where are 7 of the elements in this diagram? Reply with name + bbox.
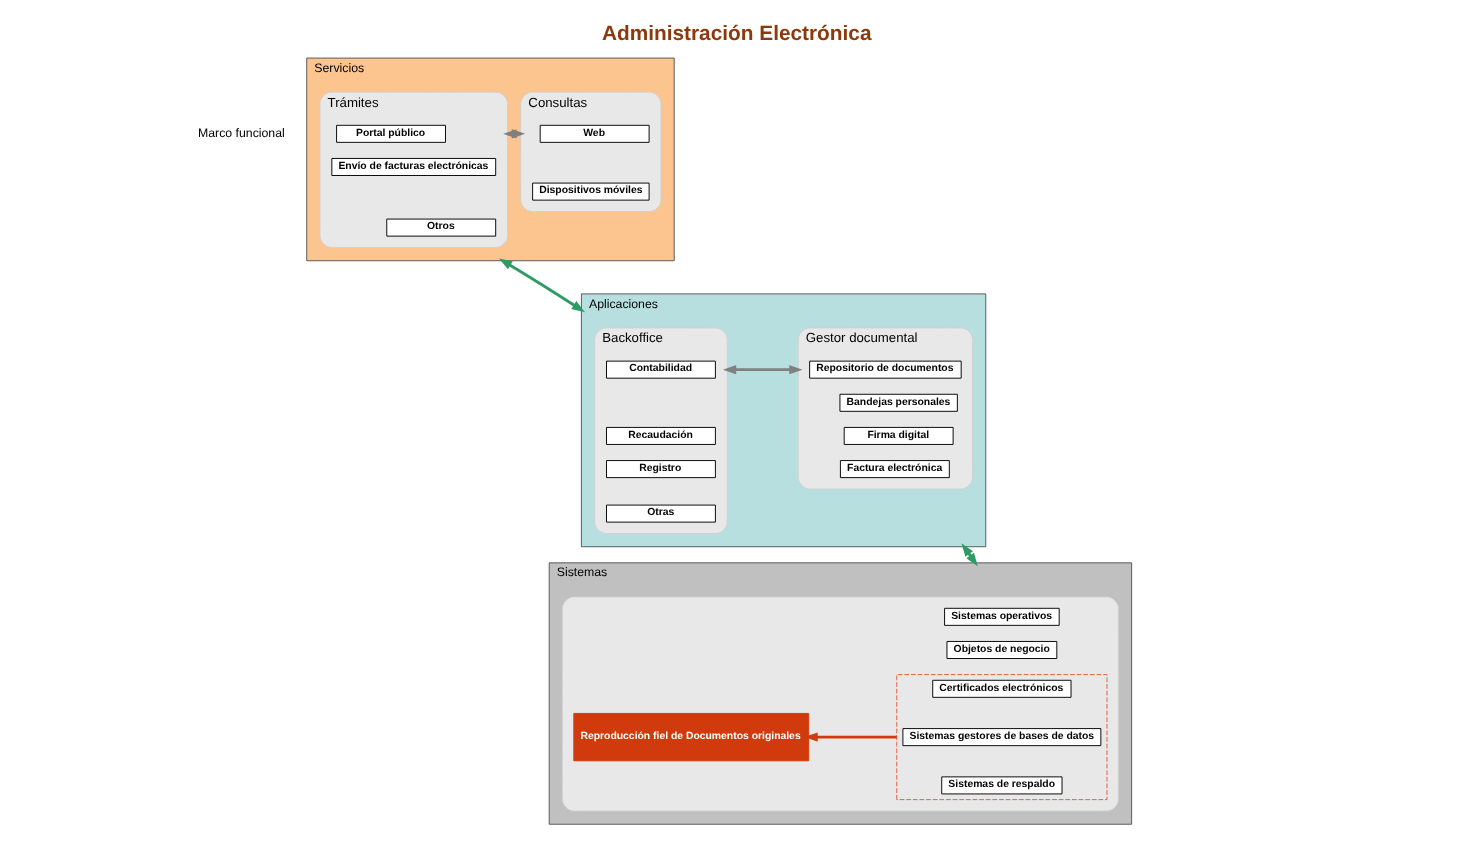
arrow <box>722 365 803 375</box>
cluster <box>561 596 1119 812</box>
arrow <box>804 732 897 742</box>
arrow <box>498 258 585 313</box>
cluster <box>896 674 1108 801</box>
diagram-title: Administración Electrónica <box>601 23 872 46</box>
arrow <box>961 543 978 567</box>
